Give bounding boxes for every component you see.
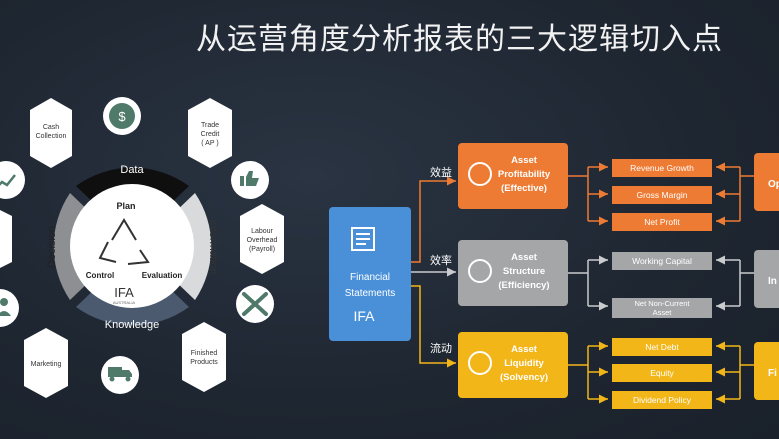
branch-box [458,332,568,398]
gears-icon [468,259,492,283]
branch-title-line: Asset [511,252,538,263]
item-label: Equity [650,368,674,378]
hex-label: Trade [201,122,219,129]
segment-decision-label: Decision [46,226,58,268]
connector-liquidity [411,285,456,368]
item-box [612,391,712,409]
branch-tag: 效益 [430,165,452,179]
recycle-arrows-icon [98,218,150,265]
item-label: Net Debt [645,342,679,352]
hexagon-trade-credit: Trade Credit ( AP ) [188,98,232,168]
money-bag-icon: $ [103,97,141,135]
hex-label: Marketing [31,361,62,368]
hexagon-finished-products: Finished Products [182,322,226,392]
right-box [754,342,779,400]
source-logo: IFA [353,308,375,324]
branch-title-line: Asset [511,344,538,355]
right-box-label: Op [768,179,779,190]
branch-box [458,240,568,306]
svg-text:$: $ [118,109,126,124]
hex-label: ( AP ) [201,140,218,147]
segment-data-label: Data [120,164,144,176]
branch-title-line: Liquidity [504,358,544,369]
item-box [612,364,712,382]
hexagon-cash-collection: Cash Collection [30,98,72,168]
item-box [612,159,712,177]
item-box [612,252,712,270]
center-plan: Plan [116,201,135,211]
hex-label: Finished [191,350,218,357]
connector-profitability [411,176,456,263]
branch-title-line: (Efficiency) [498,280,549,291]
hex-label: Overhead [247,237,278,244]
hexagon-marketing: Marketing [24,328,68,398]
right-box-label: In [768,276,777,287]
center-logo: IFA [114,285,134,300]
hex-label: Labour [251,228,273,235]
document-icon [351,227,375,251]
hex-label: (Payroll) [249,246,275,253]
branch-title-line: Structure [503,266,545,277]
center-evaluation: Evaluation [142,271,183,280]
branch-box [458,143,568,209]
branch-title-line: (Solvency) [500,372,548,383]
item-box [612,338,712,356]
shield-check-icon [468,162,492,186]
item-label: Net Non-Current [634,299,690,308]
branch-title-line: (Effective) [501,183,547,194]
item-label: Dividend Policy [633,395,692,405]
branch-tag: 流动 [430,341,452,355]
item-box [612,298,712,318]
flow-diagram: Financial Statements IFA 效益AssetProfitab… [329,143,779,409]
item-label: Gross Margin [636,190,687,200]
branch-title-line: Asset [511,155,538,166]
people-icon [0,289,19,327]
segment-information-label: Information [207,219,219,274]
cycle-center [70,184,194,308]
branch-tag: 效率 [430,253,452,267]
item-label: Net Profit [644,217,680,227]
thumbs-up-icon [231,161,269,199]
item-label: Asset [653,308,673,317]
hexagon-partial [0,210,12,268]
segment-knowledge-label: Knowledge [105,319,159,331]
right-box-label: Fi [768,368,777,379]
right-box [754,250,779,308]
copy-icon [468,351,492,375]
hex-label: Collection [36,133,67,140]
truck-icon [101,356,139,394]
item-box [612,213,712,231]
item-box [612,186,712,204]
chart-icon [0,161,25,199]
source-line2: Statements [345,288,396,299]
cycle-diagram: Cash Collection Trade Credit ( AP ) Labo… [0,97,284,398]
source-line1: Financial [350,272,390,283]
center-control: Control [86,271,114,280]
branch-title-line: Profitability [498,169,551,180]
tools-icon [236,285,274,323]
center-logo-sub: AUSTRALIA [113,300,136,305]
hex-label: Credit [201,131,220,138]
hex-label: Cash [43,124,59,131]
financial-statements-box: Financial Statements IFA [329,207,411,341]
right-box [754,153,779,211]
item-label: Working Capital [632,256,692,266]
hexagon-labour-overhead: Labour Overhead (Payroll) [240,204,284,274]
item-label: Revenue Growth [630,163,694,173]
hex-label: Products [190,359,218,366]
page-title: 从运营角度分析报表的三大逻辑切入点 [196,22,723,57]
